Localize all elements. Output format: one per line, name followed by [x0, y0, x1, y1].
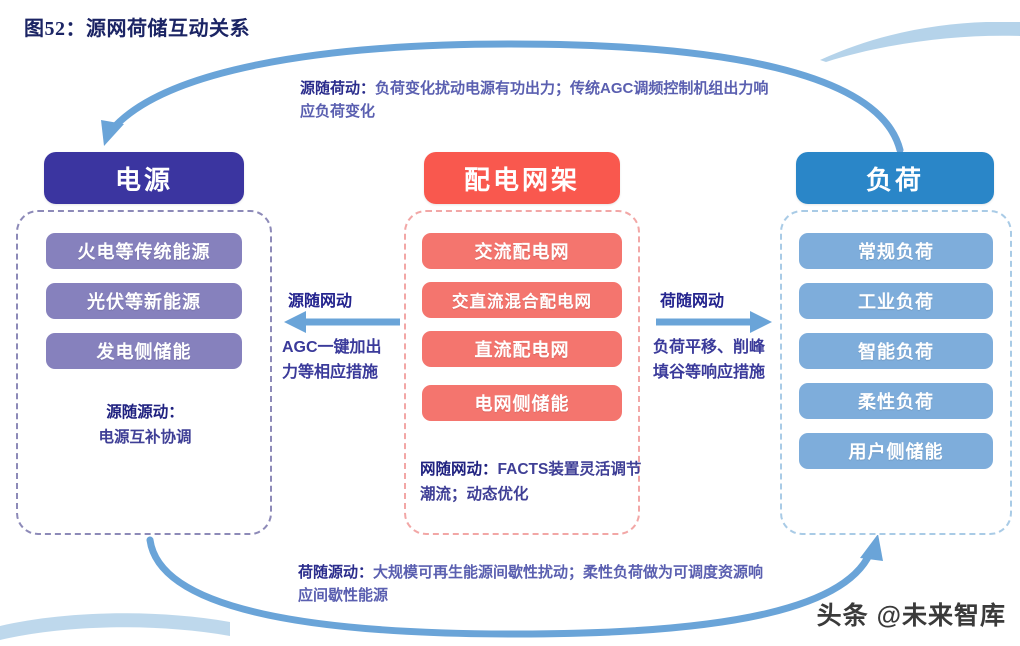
arc-bottom-arrowhead — [860, 534, 883, 561]
source-item-0[interactable]: 火电等传统能源 — [46, 233, 242, 269]
grid-item-3[interactable]: 电网侧储能 — [422, 385, 622, 421]
grid-item-0[interactable]: 交流配电网 — [422, 233, 622, 269]
load-item-0[interactable]: 常规负荷 — [799, 233, 993, 269]
source-note-lead: 源随源动： — [106, 404, 184, 421]
flow-top-lead: 源随荷动： — [300, 80, 376, 97]
flow-left-body: AGC一键加出力等相应措施 — [282, 339, 382, 381]
grid-note-lead: 网随网动： — [420, 461, 498, 478]
source-item-2[interactable]: 发电侧储能 — [46, 333, 242, 369]
flow-left-label: 源随网动 — [288, 293, 353, 310]
flow-bottom-body: 大规模可再生能源间歇性扰动；柔性负荷做为可调度资源响应间歇性能源 — [298, 564, 764, 604]
page-title: 图52：源网荷储互动关系 — [24, 18, 250, 40]
arrow-left-head — [284, 311, 306, 333]
flow-bottom-lead: 荷随源动： — [298, 564, 374, 581]
watermark: 头条 @未来智库 — [816, 602, 1006, 630]
load-item-2[interactable]: 智能负荷 — [799, 333, 993, 369]
grid-note-body: FACTS装置灵活调节潮流；动态优化 — [420, 461, 642, 503]
grid-item-2[interactable]: 直流配电网 — [422, 331, 622, 367]
flow-bottom-text: 荷随源动：大规模可再生能源间歇性扰动；柔性负荷做为可调度资源响应间歇性能源 — [298, 561, 768, 607]
source-note: 源随源动： 电源互补协调 — [40, 400, 250, 450]
load-item-4[interactable]: 用户侧储能 — [799, 433, 993, 469]
load-item-3[interactable]: 柔性负荷 — [799, 383, 993, 419]
arc-top-path — [106, 40, 904, 154]
column-source-header[interactable]: 电源 — [44, 152, 244, 204]
flow-right-label: 荷随网动 — [660, 293, 725, 310]
grid-note: 网随网动：FACTS装置灵活调节潮流；动态优化 — [420, 457, 642, 507]
column-grid-header[interactable]: 配电网架 — [424, 152, 620, 204]
arc-top-arrowhead — [101, 120, 124, 146]
source-note-body: 电源互补协调 — [98, 429, 192, 446]
load-item-1[interactable]: 工业负荷 — [799, 283, 993, 319]
grid-item-1[interactable]: 交直流混合配电网 — [422, 282, 622, 318]
flow-top-body: 负荷变化扰动电源有功出力；传统AGC调频控制机组出力响应负荷变化 — [300, 80, 769, 120]
flow-right-body: 负荷平移、削峰填谷等响应措施 — [653, 339, 766, 381]
flow-top-text: 源随荷动：负荷变化扰动电源有功出力；传统AGC调频控制机组出力响应负荷变化 — [300, 77, 770, 123]
arrow-right-head — [750, 311, 772, 333]
column-load-header[interactable]: 负荷 — [796, 152, 994, 204]
source-item-1[interactable]: 光伏等新能源 — [46, 283, 242, 319]
arc-bottom-path — [146, 536, 876, 638]
